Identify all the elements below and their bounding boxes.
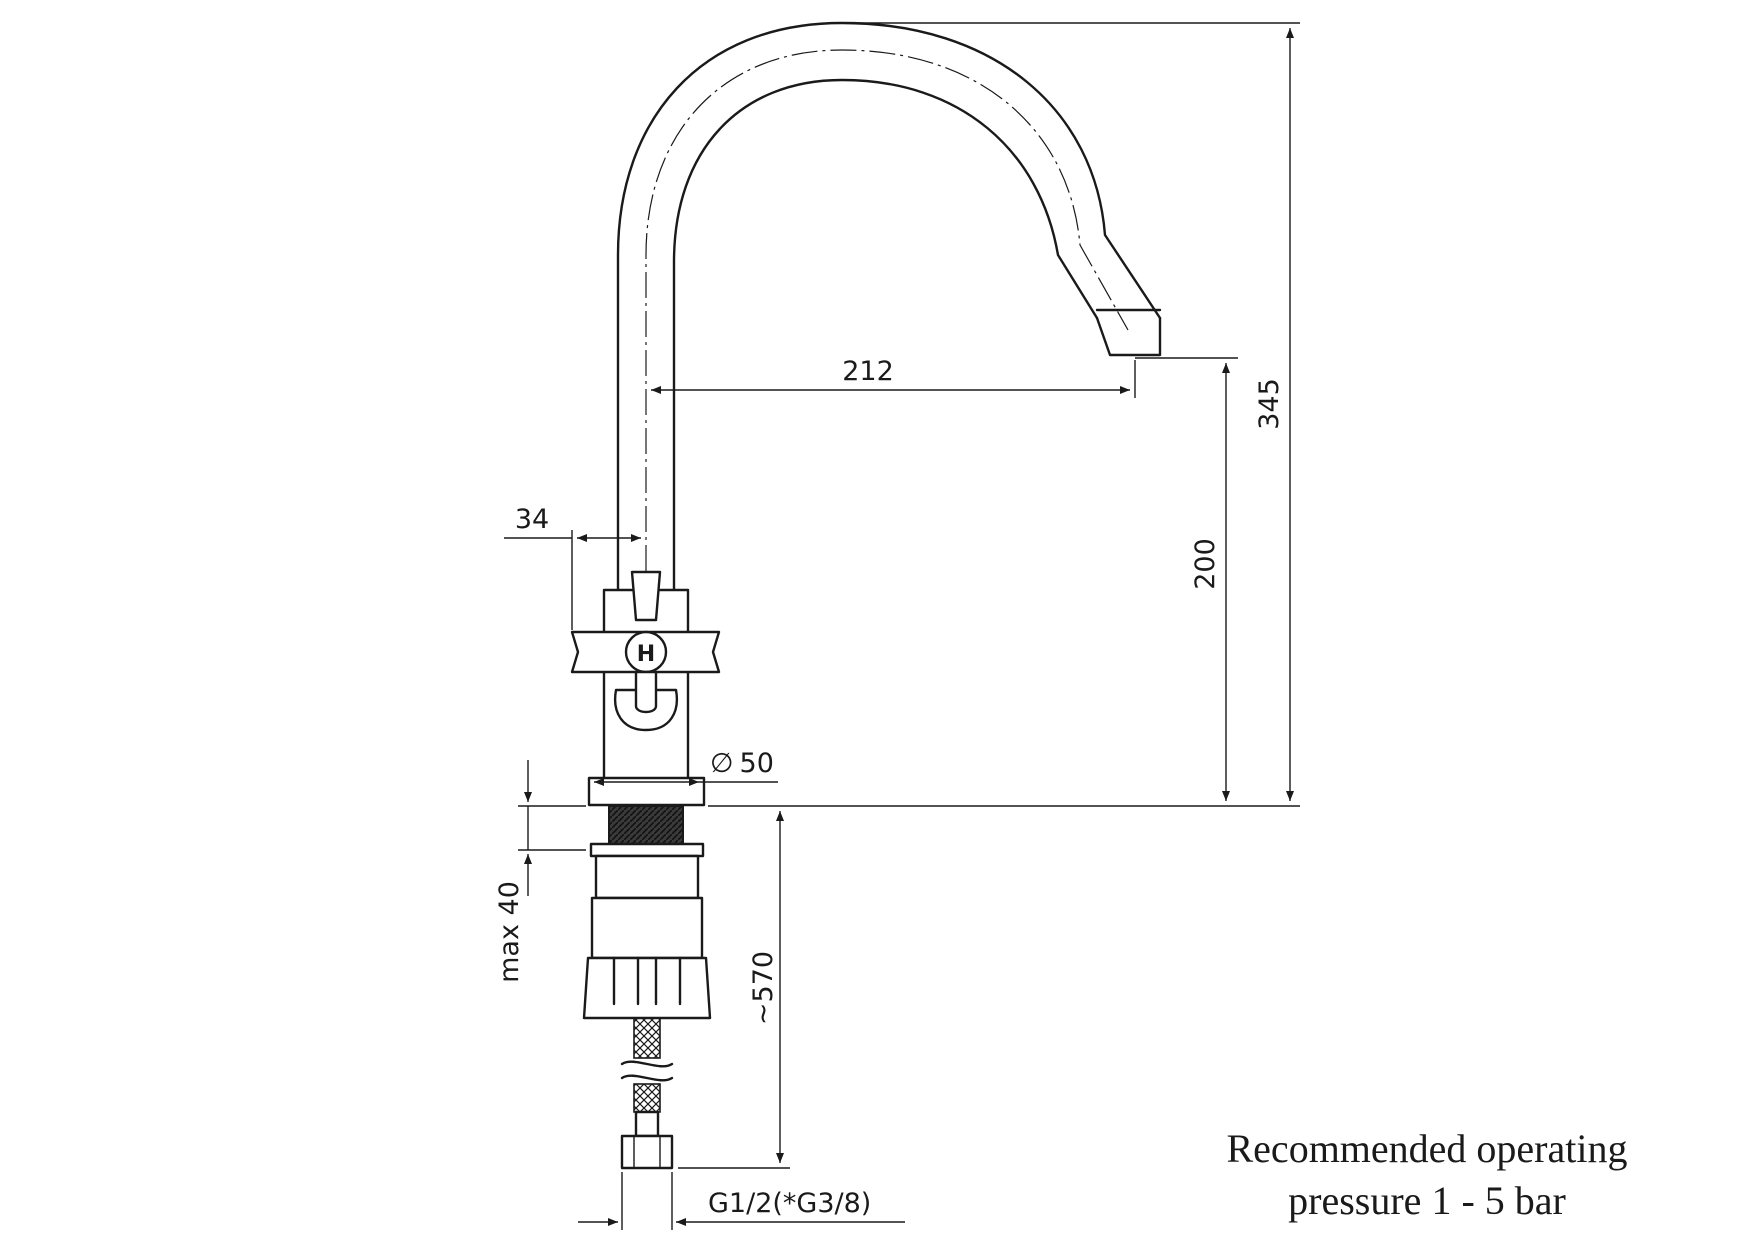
dim-345-label: 345 xyxy=(1254,378,1285,430)
pressure-note: Recommended operating pressure 1 - 5 bar xyxy=(1227,1126,1628,1223)
dim-34-label: 34 xyxy=(515,504,549,535)
dim-connection-thread: G1/2(*G3/8) xyxy=(578,1172,905,1230)
dim-spout-height: 200 xyxy=(1135,357,1238,801)
note-line-2: pressure 1 - 5 bar xyxy=(1288,1178,1566,1223)
mounting-kit xyxy=(582,805,712,1020)
cross-handle: H xyxy=(570,570,721,732)
diameter-value: 50 xyxy=(740,748,774,779)
dim-thread-label: G1/2(*G3/8) xyxy=(708,1188,871,1219)
diameter-symbol: ∅ xyxy=(710,748,734,779)
dim-handle-offset: 34 xyxy=(504,504,641,630)
dim-212-label: 212 xyxy=(842,356,894,387)
dim-hose-length: ~570 xyxy=(678,811,790,1169)
dim-overall-height: 345 xyxy=(708,22,1300,807)
aerator xyxy=(1095,308,1162,357)
flexible-hose xyxy=(620,1017,674,1170)
dim-max-thickness: max 40 xyxy=(494,760,586,983)
note-line-1: Recommended operating xyxy=(1227,1126,1628,1171)
dim-200-label: 200 xyxy=(1190,538,1221,590)
dim-spout-reach: 212 xyxy=(651,356,1136,398)
dim-570-label: ~570 xyxy=(748,951,779,1025)
dim-base-diameter: ∅50 xyxy=(594,748,778,786)
dim-50-label: ∅50 xyxy=(710,748,774,779)
handle-marking: H xyxy=(637,642,655,667)
dim-max40-label: max 40 xyxy=(494,881,525,983)
